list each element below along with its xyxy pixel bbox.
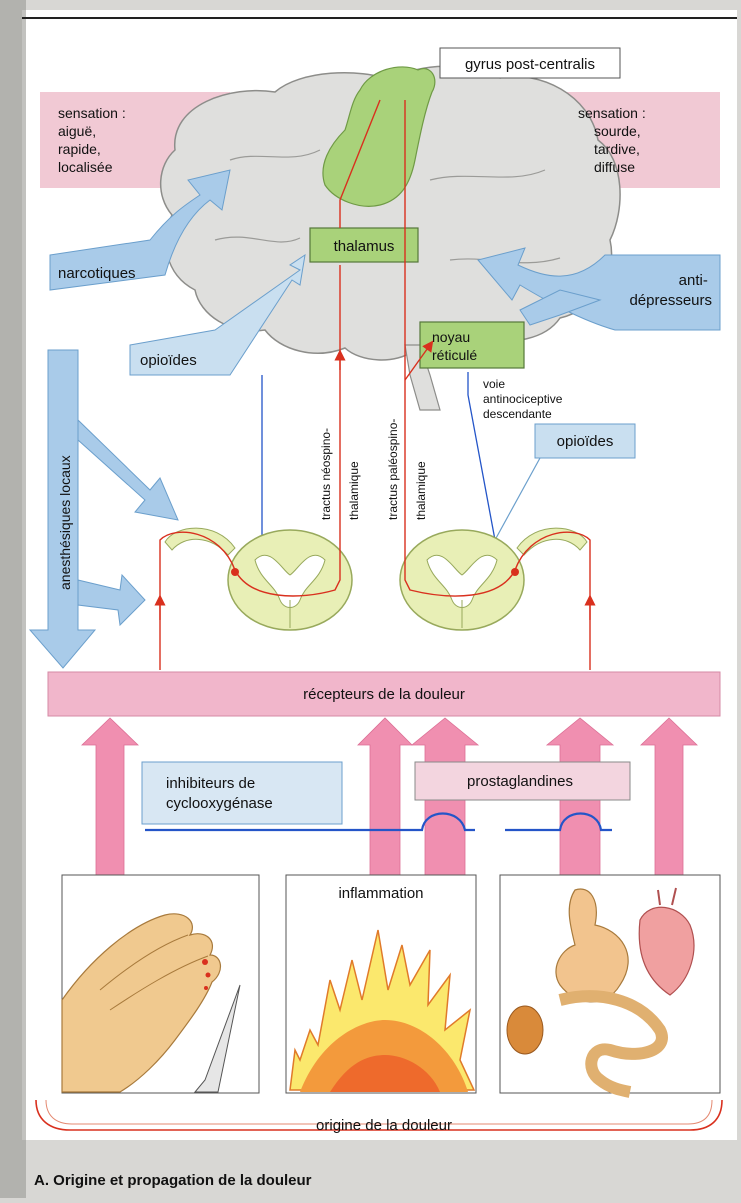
synapse-dot-left <box>231 568 239 576</box>
synapse-dot-right <box>511 568 519 576</box>
gyrus-label: gyrus post-centralis <box>465 56 595 73</box>
recepteurs-label: récepteurs de la douleur <box>303 686 465 703</box>
origine-label: origine de la douleur <box>316 1117 452 1134</box>
figure-caption: A. Origine et propagation de la douleur <box>34 1172 312 1189</box>
anesthesiques-label: anesthésiques locaux <box>57 455 73 590</box>
narcotiques-label: narcotiques <box>58 265 136 282</box>
page-shadow <box>0 0 26 1198</box>
prostaglandines-label: prostaglandines <box>467 773 573 790</box>
thalamus-label: thalamus <box>334 238 395 255</box>
opioides-right-label: opioïdes <box>557 433 614 450</box>
opioides-left-label: opioïdes <box>140 352 197 369</box>
inhibiteurs-box <box>142 762 342 824</box>
inflammation-label: inflammation <box>338 885 423 902</box>
